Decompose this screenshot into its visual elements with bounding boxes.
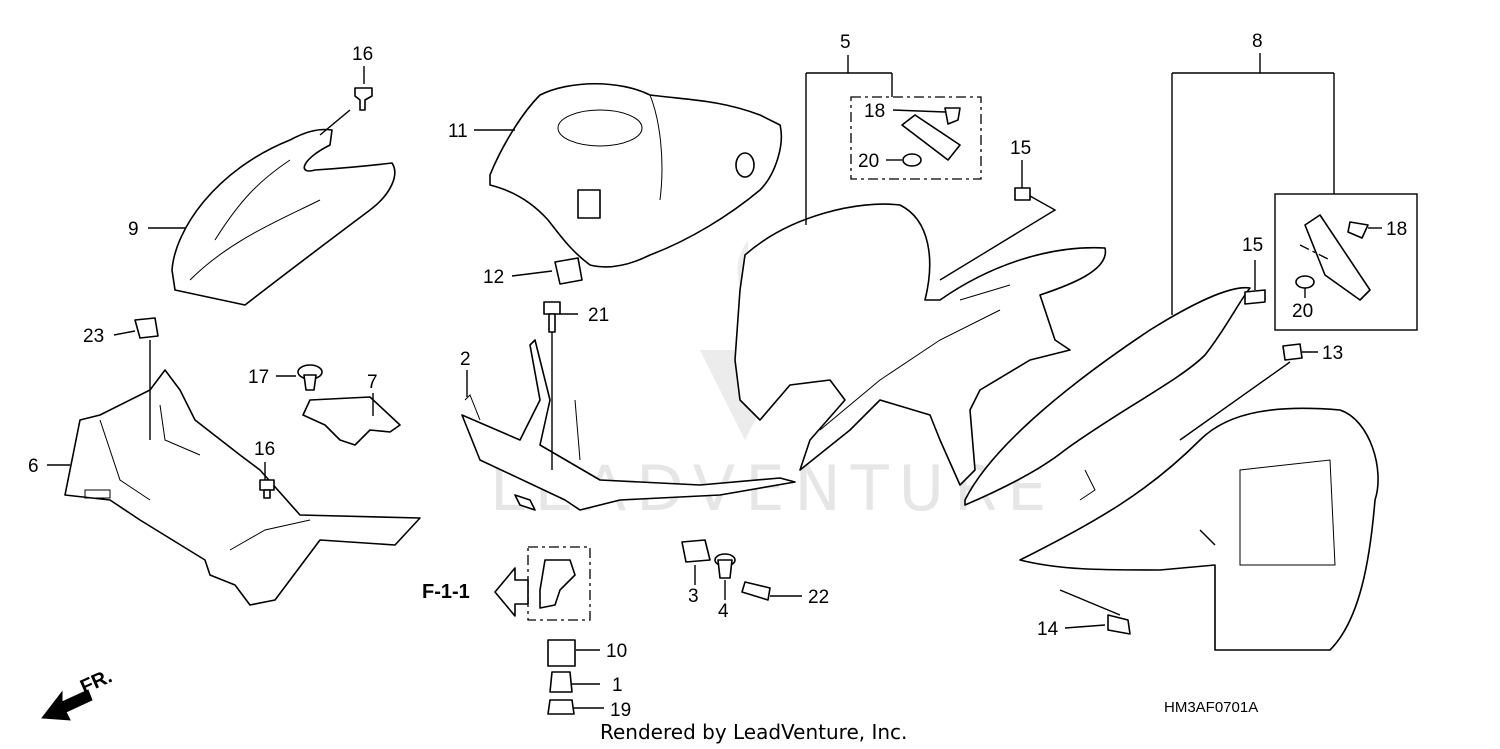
- part-21-bolt[interactable]: [543, 301, 561, 333]
- callout-18-b: 18: [1386, 219, 1407, 240]
- callout-16-a: 16: [352, 44, 373, 65]
- callout-22: 22: [808, 587, 829, 608]
- callout-2: 2: [460, 349, 471, 370]
- part-3-cushion[interactable]: [681, 539, 711, 563]
- callout-4: 4: [718, 601, 729, 622]
- callout-5: 5: [840, 32, 851, 53]
- part-20-grommet-a[interactable]: [902, 153, 922, 167]
- part-11-tank-cover[interactable]: [489, 83, 783, 268]
- callout-14: 14: [1037, 619, 1059, 640]
- part-16-bolt-lower[interactable]: [259, 479, 275, 499]
- part-4-collar[interactable]: [714, 553, 736, 579]
- part-7-plate[interactable]: [302, 396, 401, 446]
- callout-20-b: 20: [1292, 301, 1313, 322]
- part-23-clip[interactable]: [134, 317, 159, 339]
- part-20-grommet-b[interactable]: [1295, 275, 1315, 289]
- part-reflector-b[interactable]: [1304, 214, 1371, 301]
- part-13-bolt[interactable]: [1282, 343, 1303, 361]
- callout-20-a: 20: [858, 151, 879, 172]
- callout-17: 17: [248, 367, 269, 388]
- callout-13: 13: [1322, 343, 1343, 364]
- callout-6: 6: [28, 456, 39, 477]
- part-16-bolt-top[interactable]: [354, 87, 373, 111]
- callout-8: 8: [1252, 31, 1263, 52]
- reference-link-f-1-1[interactable]: F-1-1: [422, 567, 529, 617]
- group-5-bracket: [805, 55, 982, 225]
- part-reflector-a[interactable]: [901, 114, 961, 161]
- front-label: FR.: [77, 665, 115, 698]
- part-14-bolt[interactable]: [1107, 614, 1131, 635]
- callout-23: 23: [83, 326, 104, 347]
- part-19-nut[interactable]: [547, 699, 575, 715]
- part-12-clip[interactable]: [554, 257, 583, 285]
- callout-labels: 1 2 3 4 5 6 7 8 9 10 11 12 13 14 15 15 1…: [28, 31, 1407, 721]
- part-1-collar[interactable]: [549, 671, 573, 693]
- part-15-bolt-b[interactable]: [1244, 289, 1266, 305]
- part-2-stay[interactable]: [461, 339, 796, 511]
- hollow-arrow-icon: [494, 567, 529, 617]
- arrow-icon: [41, 689, 93, 721]
- part-15-bolt-a[interactable]: [1014, 187, 1031, 201]
- callout-21: 21: [588, 305, 609, 326]
- part-18-screw-a[interactable]: [944, 107, 961, 125]
- callout-19: 19: [610, 700, 631, 721]
- group-8-bracket: [1171, 53, 1418, 331]
- diagram-code: HM3AF0701A: [1164, 699, 1258, 716]
- callout-10: 10: [606, 641, 627, 662]
- part-6-undercover[interactable]: [64, 369, 421, 606]
- credit-text: Rendered by LeadVenture, Inc.: [600, 720, 907, 744]
- part-9-front-cover[interactable]: [171, 128, 396, 306]
- callout-12: 12: [483, 267, 504, 288]
- part-17-grommet[interactable]: [297, 364, 323, 391]
- callout-9: 9: [128, 219, 139, 240]
- part-22-bolt[interactable]: [741, 581, 771, 601]
- leader-lines: [47, 66, 1382, 709]
- front-direction-marker: FR.: [41, 665, 115, 721]
- part-8-right-fender[interactable]: [964, 286, 1379, 651]
- callout-18-a: 18: [864, 101, 885, 122]
- part-5-front-fender[interactable]: [734, 203, 1107, 486]
- part-18-screw-b[interactable]: [1347, 221, 1369, 239]
- reference-detail-box: [527, 546, 591, 621]
- callout-7: 7: [367, 372, 378, 393]
- part-10-cushion[interactable]: [547, 639, 576, 667]
- callout-3: 3: [688, 586, 699, 607]
- reference-label[interactable]: F-1-1: [422, 581, 470, 603]
- callout-15-b: 15: [1242, 235, 1263, 256]
- callout-15-a: 15: [1010, 138, 1031, 159]
- callout-16-b: 16: [254, 439, 275, 460]
- callout-11: 11: [448, 121, 468, 142]
- callout-1: 1: [612, 675, 623, 696]
